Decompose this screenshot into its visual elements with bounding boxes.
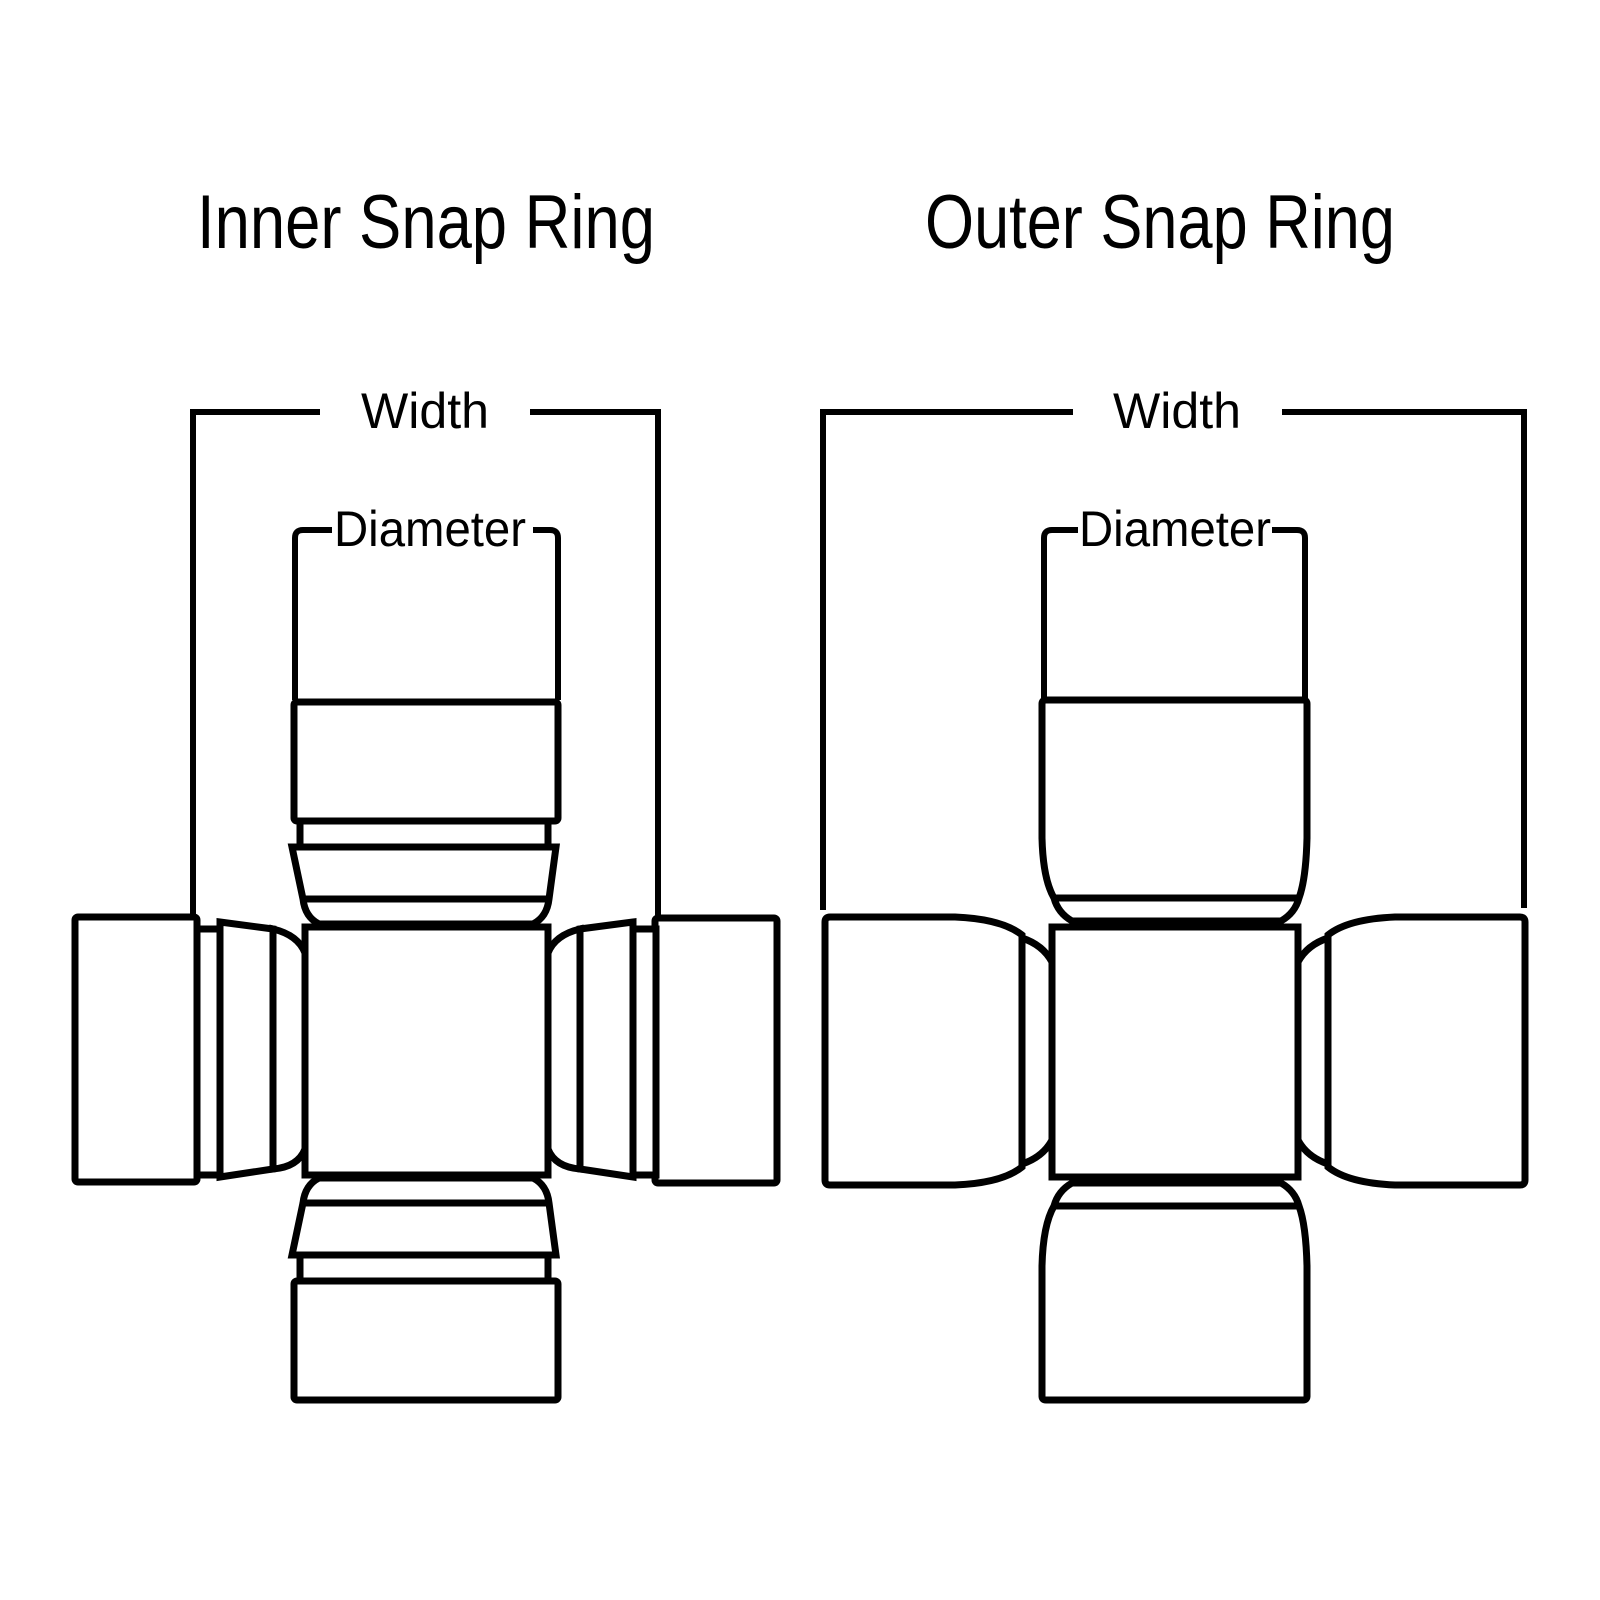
inner-snap-ring-diagram: Inner Snap Ring Width Diameter <box>71 180 781 1404</box>
snap-ring-flange-right <box>576 918 637 1182</box>
diameter-bracket-left-arm <box>292 527 332 700</box>
bearing-cup-bottom <box>1038 1179 1311 1404</box>
groove-step-top <box>296 817 552 851</box>
diagram-title: Inner Snap Ring <box>197 180 655 265</box>
diameter-label: Diameter <box>334 501 526 557</box>
width-bracket-right-arm <box>1282 409 1527 908</box>
cross-body <box>301 923 552 1179</box>
trunnion-fillet-right-bottom <box>1294 1138 1330 1168</box>
trunnion-fillet-left-bottom <box>1020 1138 1056 1168</box>
groove-step-bottom <box>296 1251 552 1285</box>
bearing-cup-left <box>821 913 1026 1189</box>
width-label: Width <box>361 383 489 439</box>
trunnion-fillet-left <box>269 924 309 1173</box>
diameter-bracket-right-arm <box>1272 527 1308 700</box>
bearing-cup-right <box>1324 913 1529 1189</box>
snap-ring-flange-top <box>287 843 561 928</box>
diameter-label: Diameter <box>1079 501 1271 557</box>
bearing-cup-right <box>651 914 781 1187</box>
cross-body <box>1048 923 1302 1181</box>
snap-ring-flange-left <box>216 918 277 1182</box>
diameter-bracket-right-arm <box>533 527 561 700</box>
bearing-cup-left <box>71 913 201 1186</box>
snap-ring-flange-bottom <box>287 1174 561 1259</box>
trunnion-fillet-right-top <box>1294 934 1330 964</box>
width-bracket-left-arm <box>190 409 320 915</box>
bearing-cup-top <box>290 698 562 825</box>
diagram-title: Outer Snap Ring <box>925 180 1395 265</box>
trunnion-fillet-right <box>544 924 584 1173</box>
diameter-bracket-left-arm <box>1041 527 1078 700</box>
bearing-cup-bottom <box>290 1277 562 1404</box>
outer-snap-ring-diagram: Outer Snap Ring Width Diameter <box>820 180 1529 1404</box>
width-label: Width <box>1113 383 1241 439</box>
trunnion-fillet-left-top <box>1020 934 1056 964</box>
bearing-cup-top <box>1038 696 1311 925</box>
width-bracket-left-arm <box>820 409 1073 910</box>
width-bracket-right-arm <box>530 409 661 916</box>
